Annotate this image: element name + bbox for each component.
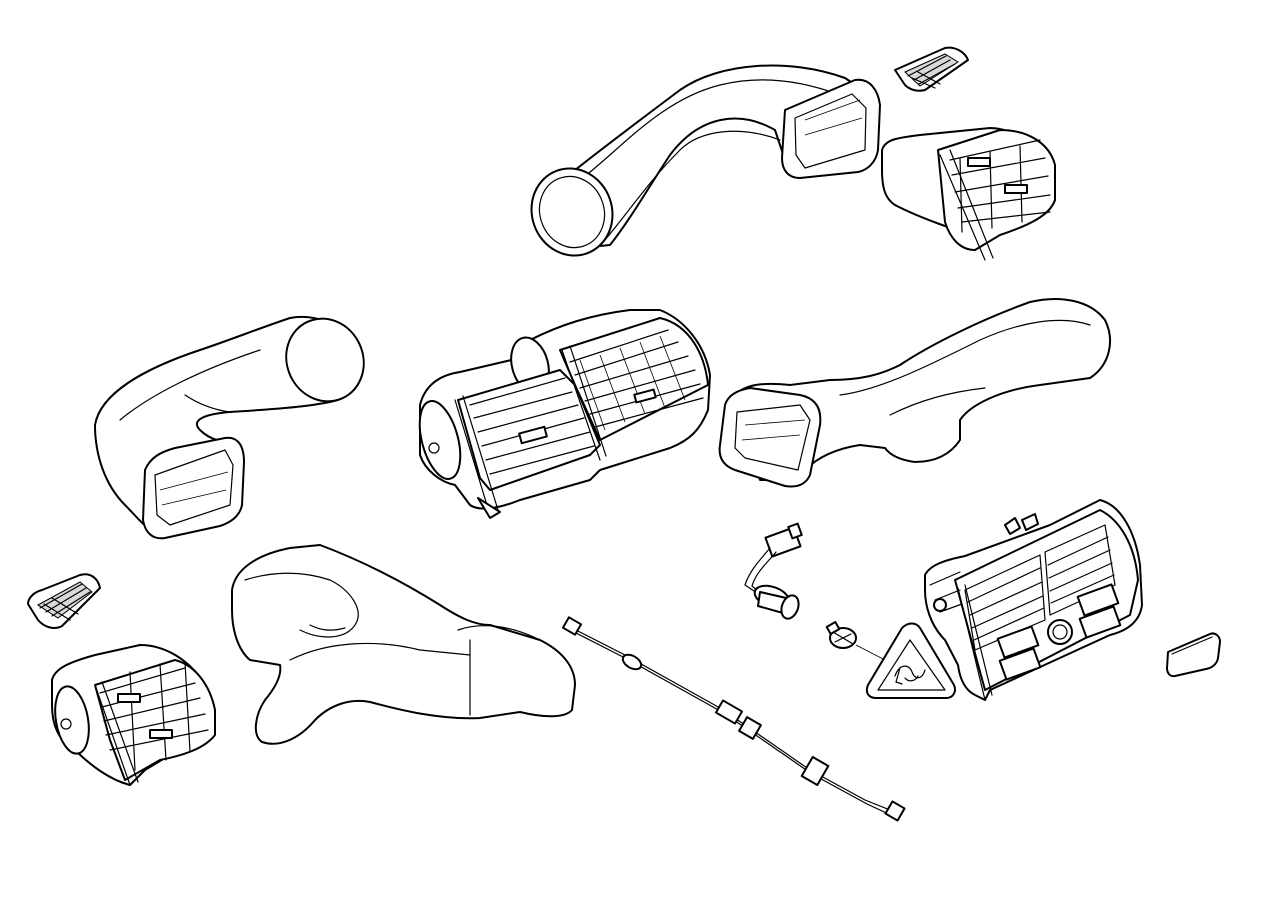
right-side-air-duct <box>718 298 1111 488</box>
upper-right-air-duct <box>530 64 881 257</box>
lower-y-air-duct <box>231 544 576 745</box>
center-dual-vent <box>418 309 711 519</box>
bulb-socket <box>825 621 886 661</box>
rear-vent-panel <box>924 499 1143 701</box>
blank-cover-cap <box>1166 632 1221 678</box>
sensor-with-harness <box>744 522 803 620</box>
control-cable <box>561 616 906 822</box>
left-vent <box>51 644 216 786</box>
left-air-duct <box>94 315 365 540</box>
upper-right-vent <box>881 127 1056 261</box>
upper-right-grille-cover <box>894 46 969 92</box>
warning-triangle-symbol <box>865 622 956 699</box>
left-grille-cover <box>27 573 101 629</box>
